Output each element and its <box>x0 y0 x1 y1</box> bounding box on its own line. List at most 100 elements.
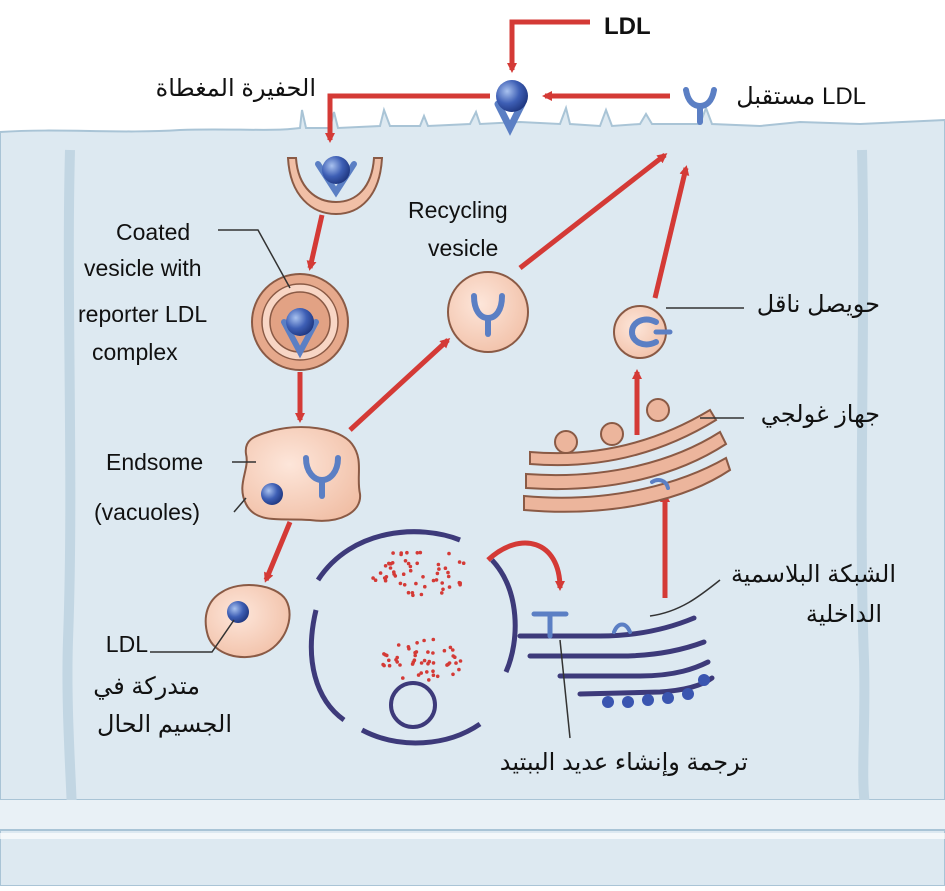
mrna-dot <box>406 561 411 566</box>
coated-pit <box>286 156 384 216</box>
free-receptor-icon <box>683 87 717 125</box>
mrna-dot <box>435 571 440 576</box>
mrna-dot <box>458 659 463 663</box>
mrna-dot <box>431 651 435 655</box>
label-transport-vesicle: حويصل ناقل <box>757 291 880 318</box>
mrna-dot <box>373 578 378 582</box>
mrna-dot <box>411 660 416 664</box>
mrna-dot <box>390 561 395 565</box>
receptor-ldl-membrane <box>494 80 528 136</box>
mrna-dot <box>399 551 404 555</box>
arrow-ldl-to-pit <box>325 93 490 143</box>
mrna-dot <box>414 650 419 654</box>
mrna-dot <box>421 575 425 579</box>
mrna-dot <box>396 643 401 647</box>
mrna-dot <box>431 669 435 673</box>
arrow-nucleus-to-er <box>486 540 565 591</box>
arrow-pit-to-coated-vesicle <box>306 214 325 271</box>
label-ldl-top: LDL <box>604 13 651 40</box>
mrna-dot <box>413 653 418 658</box>
mrna-dot <box>398 581 403 586</box>
arrow-recycling-to-membrane <box>518 153 668 270</box>
endosome <box>241 426 362 522</box>
mrna-dot <box>431 661 436 665</box>
mrna-dot <box>443 566 448 570</box>
mrna-dot <box>391 551 395 555</box>
mrna-dot <box>419 661 424 665</box>
arrow-ldl-in <box>507 19 590 73</box>
mrna-dot <box>451 648 455 652</box>
mrna-dot <box>431 637 436 642</box>
label-endosome-1: Endsome <box>106 449 203 475</box>
mrna-dot <box>402 583 407 587</box>
mrna-dot <box>451 672 455 677</box>
mrna-dot <box>408 564 413 569</box>
mrna-dot <box>401 572 406 576</box>
mrna-dot <box>382 652 386 656</box>
arrow-transport-to-membrane <box>652 165 690 299</box>
mrna-dot <box>418 550 423 555</box>
mrna-dot <box>419 671 424 675</box>
nucleus-mrna-dots <box>371 550 466 682</box>
label-er-2: الداخلية <box>806 601 882 628</box>
mrna-dot <box>437 567 441 571</box>
label-recycling-2: vesicle <box>428 235 498 261</box>
mrna-dot <box>422 658 427 663</box>
mrna-dot <box>416 673 421 677</box>
arrow-endosome-to-lysosome <box>263 521 293 583</box>
golgi-apparatus <box>523 398 732 513</box>
mrna-dot <box>401 676 405 680</box>
mrna-dot <box>457 560 462 564</box>
mrna-dot <box>427 678 431 682</box>
mrna-dot <box>384 575 389 579</box>
mrna-dot <box>392 572 396 576</box>
label-ldl-lysosome-2: متدركة في <box>93 673 200 700</box>
mrna-dot <box>440 581 445 585</box>
label-ldl-receptor: مستقبل LDL <box>736 83 866 110</box>
mrna-dot <box>448 645 453 650</box>
mrna-dot <box>415 561 420 566</box>
mrna-dot <box>415 551 420 555</box>
mrna-dot <box>419 592 424 597</box>
label-coated-vesicle-1: Coated <box>116 219 190 245</box>
label-translation: ترجمة وإنشاء عديد الببتيد <box>500 749 748 777</box>
mrna-dot <box>414 581 418 586</box>
mrna-dot <box>415 641 419 645</box>
nucleus <box>308 529 518 746</box>
mrna-dot <box>387 658 391 663</box>
mrna-dot <box>371 576 375 580</box>
label-coated-vesicle-2: vesicle with <box>84 255 202 281</box>
transport-vesicle <box>613 305 673 359</box>
mrna-dot <box>434 578 439 582</box>
mrna-dot <box>426 650 430 654</box>
recycling-vesicle <box>447 271 529 353</box>
arrow-endosome-to-recycling <box>348 337 451 432</box>
mrna-dot <box>440 591 444 595</box>
leader-lines <box>150 229 744 739</box>
mrna-dot <box>446 570 450 575</box>
mrna-dot <box>405 550 409 555</box>
mrna-dot <box>422 638 426 643</box>
label-coated-vesicle-3: reporter LDL <box>78 301 207 327</box>
mrna-dot <box>398 663 402 667</box>
ribosomes <box>602 674 710 708</box>
mrna-dot <box>411 593 415 598</box>
mrna-dot <box>387 561 391 566</box>
mrna-dot <box>431 578 436 583</box>
mrna-dot <box>407 646 411 651</box>
mrna-dot <box>451 654 456 658</box>
mrna-dot <box>454 661 458 665</box>
mrna-dot <box>441 587 445 592</box>
label-recycling-1: Recycling <box>408 197 508 223</box>
mrna-dot <box>394 658 398 662</box>
mrna-dot <box>383 564 388 568</box>
mrna-dot <box>423 584 427 589</box>
mrna-dot <box>447 551 451 556</box>
labels: LDL مستقبل LDL الحفيرة المغطاة Coated ve… <box>78 13 896 777</box>
label-ldl-lysosome-3: الجسيم الحال <box>97 711 232 738</box>
label-er-1: الشبكة البلاسمية <box>731 561 896 588</box>
mrna-dot <box>388 566 393 570</box>
mrna-dot <box>442 648 447 653</box>
mrna-dot <box>431 673 436 677</box>
